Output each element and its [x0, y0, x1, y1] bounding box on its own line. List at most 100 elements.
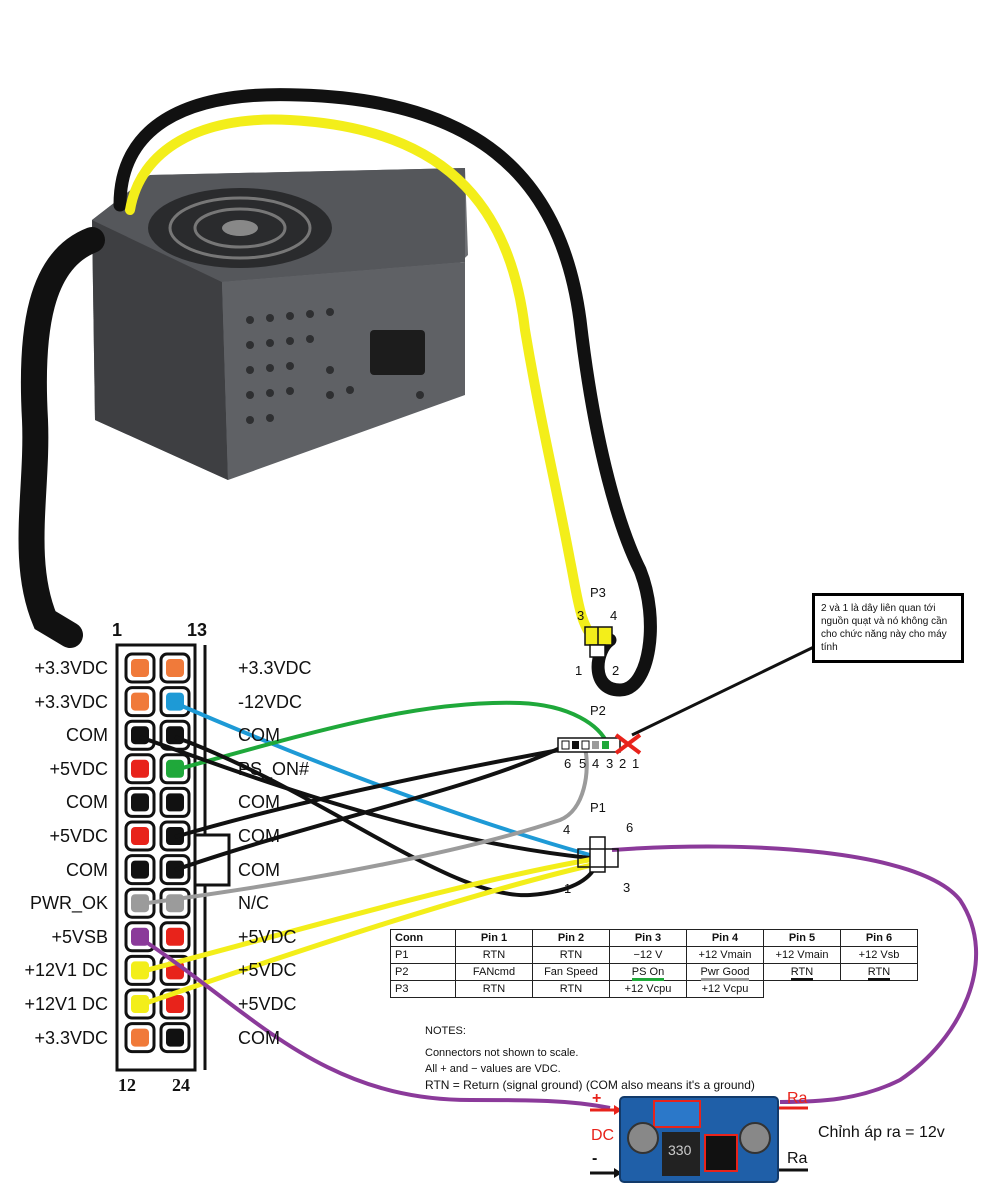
note-box: 2 và 1 là dây liên quan tới nguồn quạt v…	[812, 593, 964, 663]
psu-unit	[92, 168, 468, 480]
table-cell: P2	[390, 963, 456, 981]
atx-pin-orange	[131, 1028, 149, 1047]
atx-pin-red	[166, 927, 184, 946]
atx-right-label: COM	[238, 826, 280, 846]
module-dc-label: DC	[591, 1127, 615, 1144]
module-ra-bottom: Ra	[787, 1150, 808, 1167]
wire-p2-to-note	[631, 643, 819, 737]
table-cell: FANcmd	[455, 963, 533, 981]
table-cell: +12 Vmain	[686, 946, 764, 964]
notes-line: Connectors not shown to scale.	[425, 1047, 579, 1059]
table-row: P1 RTN RTN −12 V +12 Vmain +12 Vmain +12…	[390, 946, 918, 964]
table-cell: RTN	[840, 963, 918, 981]
table-header: Pin 2	[532, 929, 610, 947]
pin-24-label: 24	[172, 1075, 190, 1095]
rtn-cell: RTN	[790, 966, 814, 981]
wire-purple-p1	[611, 844, 978, 1104]
p1-pin-3: 3	[623, 880, 631, 895]
p3-pin-1: 1	[575, 663, 583, 678]
wire-purple-5vsb	[138, 936, 611, 1110]
p2-pin-5: 5	[579, 756, 587, 771]
atx-right-label: COM	[238, 792, 280, 813]
atx-pin-black	[131, 726, 149, 745]
atx-right-label: COM	[238, 725, 280, 746]
table-header: Conn	[390, 929, 456, 947]
capacitor-left	[627, 1122, 659, 1154]
pin-13-label: 13	[187, 620, 208, 640]
p2-pin-4: 4	[592, 756, 600, 771]
table-cell: RTN	[455, 980, 533, 998]
table-cell: Fan Speed	[532, 963, 610, 981]
atx-pin-red	[166, 995, 184, 1013]
p1-pin-4: 4	[563, 822, 571, 837]
inductor	[662, 1132, 700, 1176]
table-cell: +12 Vcpu	[686, 980, 764, 998]
p3-label: P3	[590, 585, 606, 600]
atx-pin-orange	[131, 659, 149, 677]
atx-right-label: COM	[238, 1027, 280, 1048]
atx-right-label: +3.3VDC	[238, 658, 312, 678]
atx-right-label: +5VDC	[238, 926, 297, 947]
atx-pin-orange	[131, 692, 149, 711]
table-cell: PS On	[609, 963, 687, 981]
p1-connector	[577, 836, 619, 873]
rtn-cell: RTN	[867, 966, 891, 981]
atx-right-label: -12VDC	[238, 691, 303, 712]
p3-connector	[584, 626, 613, 660]
power-inlet	[370, 330, 425, 375]
table-row: P2 FANcmd Fan Speed PS On Pwr Good RTN R…	[390, 963, 918, 981]
inductor-label: 330	[668, 1142, 692, 1158]
atx-pin-black	[131, 860, 149, 879]
note-text: 2 và 1 là dây liên quan tới nguồn quạt v…	[821, 603, 948, 653]
pin-table: Conn Pin 1 Pin 2 Pin 3 Pin 4 Pin 5 Pin 6…	[390, 929, 918, 998]
p3-black-cable	[113, 88, 657, 697]
p3-pin-3: 3	[577, 608, 585, 623]
atx-pin-black	[131, 793, 149, 812]
dc-dc-module	[590, 1096, 808, 1183]
atx-right-label: +5VDC	[238, 994, 297, 1014]
capacitor-right	[739, 1122, 771, 1154]
p2-pin-3: 3	[606, 756, 614, 771]
pwr-good-cell: Pwr Good	[700, 966, 750, 981]
module-plus: +	[592, 1090, 602, 1107]
table-cell: P1	[390, 946, 456, 964]
wire-yellow-2	[139, 859, 606, 1008]
p2-connector	[557, 733, 642, 755]
p2-cross-mark	[614, 733, 642, 755]
pin-1-label: 1	[112, 620, 123, 640]
table-cell	[764, 981, 841, 998]
wire-green	[174, 700, 610, 772]
atx-pin-red	[131, 759, 149, 778]
atx-pin-black	[166, 793, 184, 812]
p2-pin-2: 2	[619, 756, 627, 771]
p2-pin-6: 6	[564, 756, 572, 771]
table-header: Pin 6	[840, 929, 918, 947]
notes-line: RTN = Return (signal ground) (COM also m…	[425, 1078, 755, 1092]
atx-left-label: +12V1 DC	[24, 960, 108, 981]
atx-right-label: COM	[238, 859, 280, 880]
table-cell: RTN	[455, 946, 533, 964]
atx-right-label: N/C	[238, 893, 269, 914]
notes-title: NOTES:	[425, 1025, 466, 1037]
atx-left-label: +12V1 DC	[24, 994, 108, 1014]
table-header: Pin 5	[763, 929, 841, 947]
wire-black-com-left	[139, 735, 591, 860]
atx-right-label: +5VDC	[238, 960, 297, 981]
table-cell: RTN	[532, 946, 610, 964]
p1-pin-1: 1	[564, 881, 572, 896]
atx-left-label: +5VSB	[51, 926, 108, 947]
wire-gray	[139, 747, 589, 906]
atx-pin-black	[166, 1028, 184, 1047]
atx-left-label: +5VDC	[49, 758, 108, 779]
wire-black-p2-6	[174, 746, 561, 872]
atx-pin-black	[166, 726, 184, 745]
regulator-chip	[704, 1134, 738, 1172]
atx-pin-orange	[166, 659, 184, 677]
atx-pin-red	[131, 827, 149, 845]
wire-yellow-1	[139, 855, 601, 975]
p2-pin-1: 1	[632, 756, 640, 771]
notes: NOTES: Connectors not shown to scale. Al…	[425, 1023, 755, 1093]
cable-bundle	[18, 227, 105, 648]
table-header: Pin 4	[686, 929, 764, 947]
p3-pin-4: 4	[610, 608, 618, 623]
